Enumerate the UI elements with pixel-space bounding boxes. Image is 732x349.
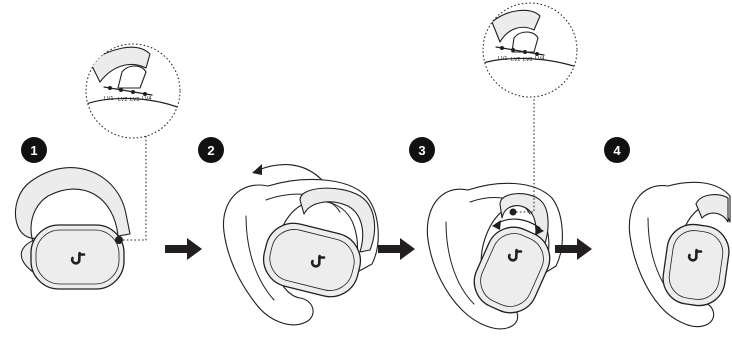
right-arrow-icon <box>555 238 592 260</box>
step-number-4: 4 <box>613 143 621 158</box>
level-label-lv3: LV3 <box>523 57 533 63</box>
level-label-lv4: LV4 <box>535 56 545 62</box>
level-label-lv1: LV1 <box>104 96 114 102</box>
curved-rotation-arrow-icon <box>257 163 323 181</box>
level-label-lv2: LV2 <box>118 97 128 103</box>
earbud-body <box>662 223 730 307</box>
step-3-illustration: LV1 LV2 LV3 LV4 <box>426 2 578 330</box>
step-badge-2: 2 <box>198 137 224 163</box>
step-4-illustration <box>628 181 731 328</box>
step-1-illustration: LV1 LV2 LV3 LV4 <box>15 43 181 290</box>
level-label-lv4: LV4 <box>142 96 152 102</box>
earbud-body <box>30 224 125 290</box>
right-arrow-icon <box>165 238 202 260</box>
step-badge-3: 3 <box>409 137 435 163</box>
step-number-2: 2 <box>207 143 214 158</box>
step-badge-4: 4 <box>604 137 630 163</box>
step-number-1: 1 <box>30 143 37 158</box>
level-label-lv3: LV3 <box>130 97 140 103</box>
step-number-3: 3 <box>418 143 425 158</box>
step-badge-1: 1 <box>21 137 47 163</box>
step-2-illustration <box>222 163 379 326</box>
right-arrow-icon <box>378 238 415 260</box>
level-label-lv2: LV2 <box>511 57 521 63</box>
level-label-lv1: LV1 <box>498 56 508 62</box>
